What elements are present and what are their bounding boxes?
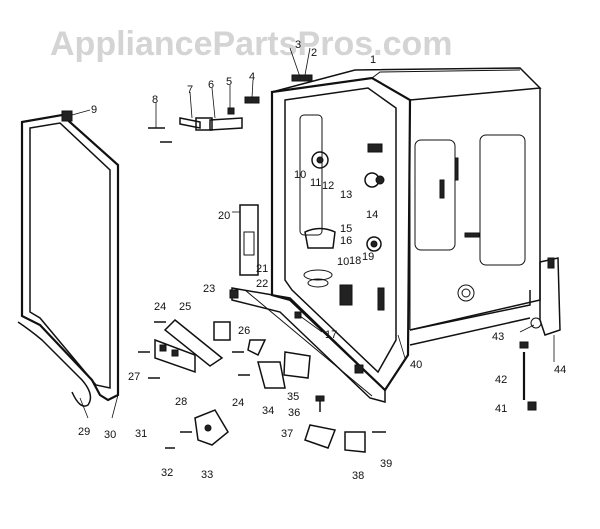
part-label-22: 22 [256, 278, 268, 290]
part-label-39: 39 [380, 458, 392, 470]
part-label-27: 27 [128, 371, 140, 383]
part-label-32: 32 [161, 467, 173, 479]
part-label-23: 23 [203, 283, 215, 295]
door-gasket [17, 110, 120, 407]
part-label-43: 43 [492, 331, 504, 343]
part-label-31: 31 [135, 428, 147, 440]
small-parts-bottom [165, 409, 386, 453]
part-label-40: 40 [410, 359, 422, 371]
part-label-24a: 24 [154, 301, 166, 313]
watermark-text: AppliancePartsPros.com [50, 25, 452, 63]
part-label-4: 4 [249, 71, 255, 83]
part-label-19: 19 [362, 251, 374, 263]
leader-lines [71, 47, 555, 419]
part-label-44: 44 [554, 364, 566, 376]
part-label-10a: 10 [294, 169, 306, 181]
part-label-10b: 10 [337, 256, 349, 268]
part-label-28: 28 [175, 396, 187, 408]
part-label-25: 25 [179, 301, 191, 313]
part-label-18: 18 [349, 255, 361, 267]
part-label-1: 1 [370, 54, 376, 66]
part-label-6: 6 [208, 79, 214, 91]
front-panel [229, 287, 386, 403]
hinge-assembly-left [138, 318, 325, 412]
part-label-41: 41 [495, 403, 507, 415]
part-label-38: 38 [352, 470, 364, 482]
part-number-labels: 1 2 3 4 5 6 7 8 9 10 10 11 12 13 14 15 1… [78, 39, 566, 482]
part-label-29: 29 [78, 426, 90, 438]
part-label-24b: 24 [232, 397, 244, 409]
small-parts-right [519, 257, 561, 411]
part-label-34: 34 [262, 405, 274, 417]
part-label-12: 12 [322, 180, 334, 192]
part-label-17: 17 [325, 329, 337, 341]
part-label-26: 26 [238, 325, 250, 337]
part-label-3: 3 [295, 39, 301, 51]
part-label-21: 21 [256, 263, 268, 275]
part-label-14: 14 [366, 209, 378, 221]
part-label-8: 8 [152, 94, 158, 106]
part-label-33: 33 [201, 469, 213, 481]
part-label-37: 37 [281, 428, 293, 440]
part-label-42: 42 [495, 374, 507, 386]
part-label-16: 16 [340, 235, 352, 247]
part-label-30: 30 [104, 429, 116, 441]
part-label-13: 13 [340, 189, 352, 201]
part-label-36: 36 [288, 407, 300, 419]
part-label-20: 20 [218, 210, 230, 222]
hinge-bracket [239, 204, 259, 276]
part-label-15: 15 [340, 223, 352, 235]
part-label-7: 7 [187, 84, 193, 96]
part-label-5: 5 [226, 76, 232, 88]
part-label-9: 9 [91, 104, 97, 116]
part-label-11: 11 [310, 177, 321, 189]
small-parts-top [148, 74, 313, 143]
part-label-35: 35 [287, 391, 299, 403]
part-label-2: 2 [311, 47, 317, 59]
